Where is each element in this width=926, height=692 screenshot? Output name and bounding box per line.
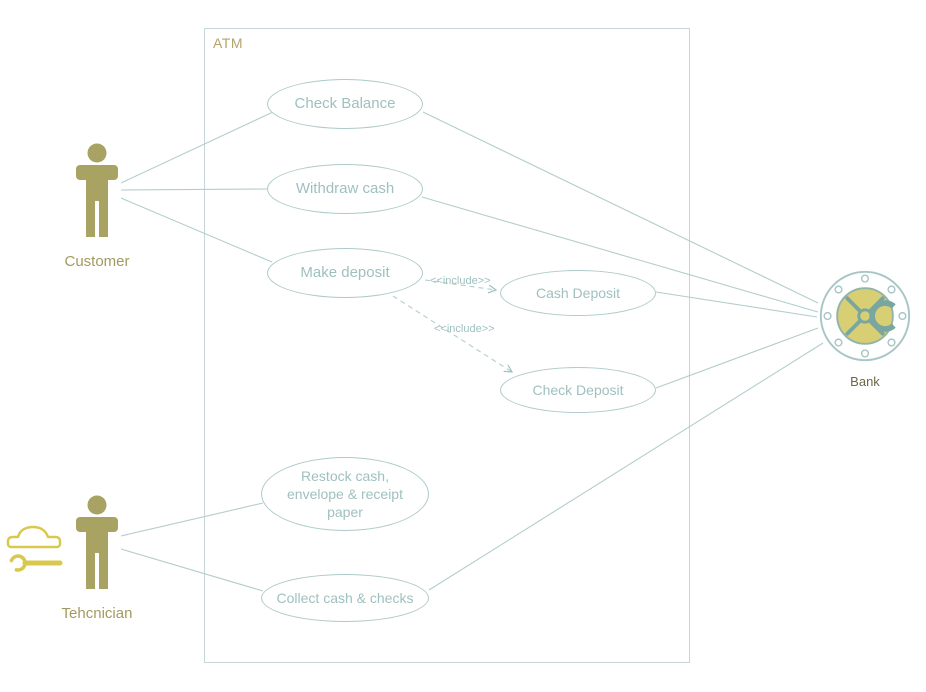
connector-customer-make-deposit: [120, 197, 273, 263]
connector-technician-restock: [120, 502, 264, 537]
usecase-label: Collect cash & checks: [276, 589, 414, 606]
connector-customer-check-balance: [120, 111, 274, 184]
usecase-restock: Restock cash, envelope & receipt paper: [261, 457, 429, 531]
usecase-label: Cash Deposit: [535, 284, 621, 301]
usecase-label: Restock cash, envelope & receipt paper: [287, 467, 403, 521]
connector-withdraw-cash-bank: [421, 196, 819, 313]
vault-handle: [869, 300, 896, 332]
usecase-label: Withdraw cash: [295, 180, 395, 198]
actor-bank: Bank: [813, 268, 917, 389]
include-arrow-cash-deposit: [424, 279, 496, 290]
usecase-collect: Collect cash & checks: [261, 574, 429, 622]
include-arrow-check-deposit: [392, 295, 512, 372]
system-boundary-atm: ATM: [204, 28, 690, 663]
wrench-icon: [9, 554, 63, 572]
usecase-label: Check Deposit: [532, 381, 624, 398]
actor-technician: Tehcnician: [45, 495, 149, 622]
vault-bolts: [823, 274, 907, 358]
actor-label-technician: Tehcnician: [61, 605, 133, 622]
technician-person-icon: [76, 495, 118, 589]
connector-customer-withdraw-cash: [120, 188, 268, 191]
usecase-make-deposit: Make deposit: [267, 248, 423, 298]
technician-tools-icon: [6, 525, 63, 572]
system-boundary-label: ATM: [213, 35, 244, 51]
actor-label-bank: Bank: [850, 374, 880, 389]
car-icon: [6, 525, 62, 549]
usecase-withdraw-cash: Withdraw cash: [267, 164, 423, 214]
usecase-label: Make deposit: [300, 264, 390, 282]
usecase-check-deposit: Check Deposit: [500, 367, 656, 413]
actor-customer: Customer: [45, 143, 149, 270]
actor-label-customer: Customer: [64, 253, 130, 270]
usecase-check-balance: Check Balance: [267, 79, 423, 129]
connector-technician-collect: [120, 548, 264, 592]
bank-vault-icon: [819, 270, 911, 362]
customer-person-icon: [76, 143, 118, 237]
include-label-check-deposit: <<include>>: [434, 323, 495, 335]
connector-check-balance-bank: [422, 111, 819, 304]
connector-collect-bank: [428, 342, 824, 591]
usecase-cash-deposit: Cash Deposit: [500, 270, 656, 316]
include-label-cash-deposit: <<include>>: [430, 275, 491, 287]
connector-check-deposit-bank: [655, 327, 819, 389]
connector-cash-deposit-bank: [655, 291, 818, 318]
usecase-label: Check Balance: [294, 95, 396, 113]
